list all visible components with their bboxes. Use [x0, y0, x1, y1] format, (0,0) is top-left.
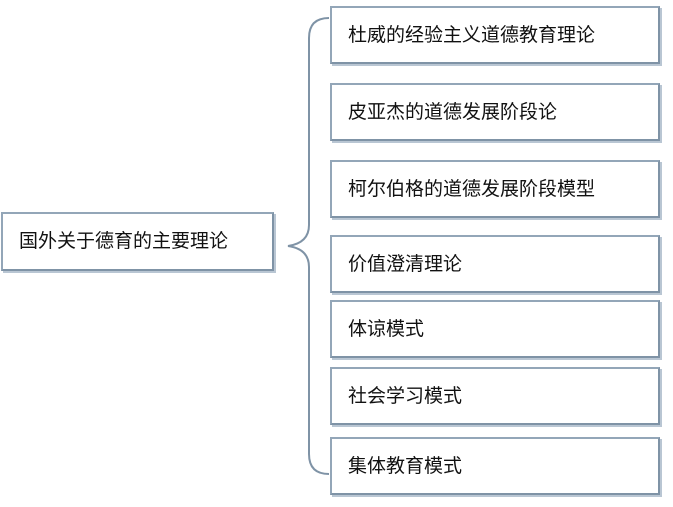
theory-box-kohlberg: 柯尔伯格的道德发展阶段模型 — [330, 160, 660, 218]
theory-label: 集体教育模式 — [348, 454, 463, 477]
theory-box-consideration-model: 体谅模式 — [330, 300, 660, 358]
theory-box-social-learning: 社会学习模式 — [330, 367, 660, 425]
root-topic-box: 国外关于德育的主要理论 — [1, 212, 274, 271]
root-topic-label: 国外关于德育的主要理论 — [19, 230, 229, 252]
theory-label: 皮亚杰的道德发展阶段论 — [348, 100, 558, 123]
theory-label: 价值澄清理论 — [348, 252, 463, 275]
theory-box-dewey: 杜威的经验主义道德教育理论 — [330, 6, 660, 64]
theory-label: 体谅模式 — [348, 317, 425, 340]
theory-box-piaget: 皮亚杰的道德发展阶段论 — [330, 83, 660, 141]
theory-label: 柯尔伯格的道德发展阶段模型 — [348, 177, 596, 200]
theory-label: 社会学习模式 — [348, 384, 463, 407]
theory-box-values-clarification: 价值澄清理论 — [330, 235, 660, 293]
theory-label: 杜威的经验主义道德教育理论 — [348, 23, 596, 46]
bracket-line — [287, 17, 330, 475]
theory-box-collective-education: 集体教育模式 — [330, 437, 660, 495]
